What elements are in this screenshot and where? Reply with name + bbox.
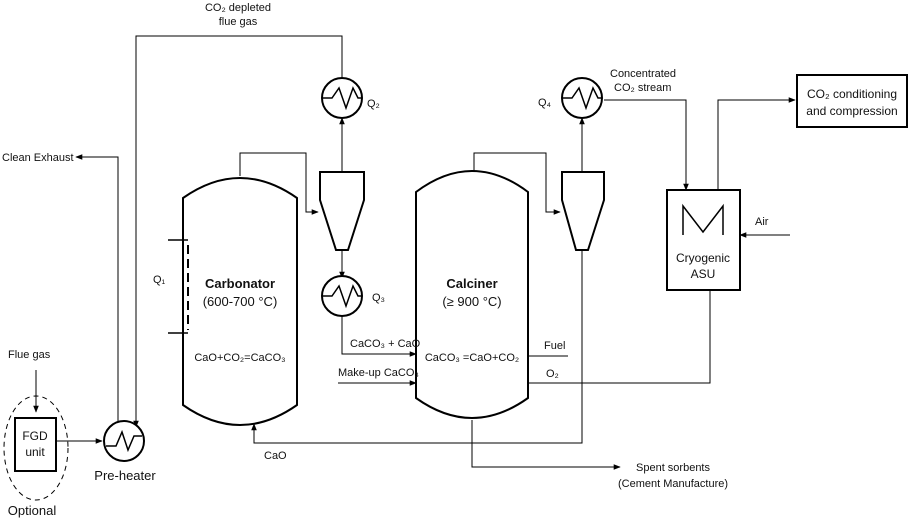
fgd-label-2: unit [25, 445, 45, 459]
carbonator-vessel [182, 177, 298, 426]
co2-depleted-flue-gas-line [133, 35, 343, 428]
calciner-vessel [415, 170, 529, 419]
q4-label: Q₄ [538, 97, 552, 109]
q2-label: Q₂ [367, 98, 380, 110]
fgd-unit-box [14, 417, 57, 472]
preheater-label: Pre-heater [94, 468, 156, 483]
concentrated-label-1: Concentrated [610, 68, 676, 80]
q1-label: Q₁ [153, 274, 166, 286]
calciner-title: Calciner [446, 276, 497, 291]
asu-to-conditioning-line [717, 97, 796, 190]
cryogenic-label-2: ASU [691, 267, 716, 281]
concentrated-label-2: CO₂ stream [614, 82, 671, 94]
q3-to-calciner-line [341, 312, 417, 357]
o2-label: O₂ [546, 368, 559, 380]
fgd-label-1: FGD [22, 429, 48, 443]
q2-heat-exchanger [321, 77, 363, 119]
spent-sorbents-label-2: (Cement Manufacture) [618, 478, 728, 490]
spent-sorbents-label-1: Spent sorbents [636, 462, 710, 474]
asu-internal-symbol [682, 203, 724, 235]
carbonator-temp: (600-700 °C) [203, 294, 278, 309]
caco3-cao-label: CaCO₃ + CaO [350, 338, 421, 350]
q4-to-asu-line [604, 99, 689, 191]
clean-exhaust-line [75, 154, 119, 428]
cao-return-line [251, 250, 583, 444]
calciner-temp: (≥ 900 °C) [442, 294, 501, 309]
spent-sorbents-line [471, 420, 621, 470]
co2-depleted-label: CO₂ depleted [205, 2, 271, 14]
co2-conditioning-box [796, 74, 908, 128]
calciner-reaction: CaCO₃ =CaO+CO₂ [425, 352, 519, 364]
cryogenic-label-1: Cryogenic [676, 251, 730, 265]
o2-line [519, 290, 711, 386]
q3-label: Q₃ [372, 292, 385, 304]
air-label: Air [755, 216, 769, 228]
q4-heat-exchanger [561, 77, 603, 119]
optional-label: Optional [8, 503, 57, 518]
cryogenic-asu-box [666, 189, 741, 291]
fuel-label: Fuel [544, 340, 565, 352]
cao-return-label: CaO [264, 450, 287, 462]
optional-dashed-boundary [3, 395, 69, 501]
calciner-to-cyclone-line [473, 152, 561, 215]
carbonator-reaction: CaO+CO₂=CaCO₃ [194, 352, 285, 364]
flue-gas-in-label: Flue gas [8, 349, 51, 361]
flue-gas-top-label: flue gas [219, 16, 258, 28]
carbonator-title: Carbonator [205, 276, 275, 291]
clean-exhaust-label: Clean Exhaust [2, 152, 74, 164]
cyclone-2 [561, 171, 605, 251]
preheater [103, 420, 145, 462]
carbonator-to-cyclone-line [239, 152, 319, 215]
makeup-label: Make-up CaCO₃ [338, 367, 419, 379]
q3-heat-exchanger [321, 275, 363, 317]
cyclone-1 [319, 171, 365, 251]
co2-conditioning-label-2: and compression [806, 104, 897, 118]
co2-conditioning-label-1: CO₂ conditioning [807, 87, 897, 101]
